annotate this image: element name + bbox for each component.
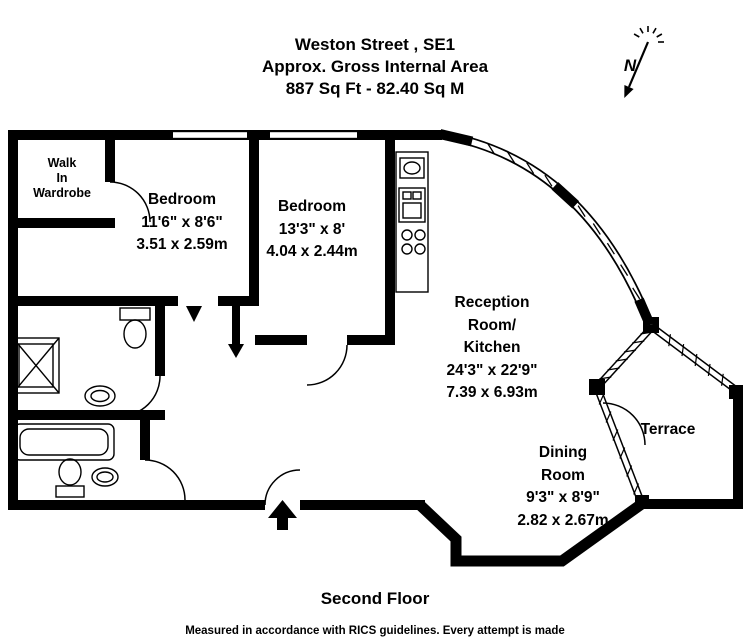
room-dim-imperial: 24'3" x 22'9" [446, 361, 538, 379]
room-dim-metric: 2.82 x 2.67m [517, 511, 609, 529]
room-name: Dining [538, 444, 588, 461]
bathtub-icon [13, 423, 115, 461]
curved-wall-solid-caps [438, 129, 655, 327]
room-dim-imperial: 11'6" x 8'6" [141, 213, 223, 231]
room-label-reception: Reception Room/ Kitchen 24'3" x 22'9" 7.… [417, 292, 567, 405]
door-arcs [109, 181, 646, 506]
room-dim-imperial: 9'3" x 8'9" [526, 489, 600, 506]
shower-icon [12, 337, 60, 394]
bedroom1-door-triangle [186, 306, 202, 322]
bathroom1-door-arc [119, 375, 161, 417]
bathroom2-door-arc [144, 459, 186, 501]
bedroom2-door-triangle [228, 344, 244, 358]
room-label-dining: Dining Room 9'3" x 8'9" 2.82 x 2.67m [498, 442, 628, 532]
floor-label: Second Floor [320, 589, 430, 608]
room-dim-metric: 3.51 x 2.59m [136, 236, 228, 253]
walls [8, 130, 743, 510]
door-swing-triangles [186, 306, 244, 358]
toilet-icon [55, 458, 85, 498]
area-subtitle: Approx. Gross Internal Area [261, 57, 489, 76]
room-name: Reception [454, 294, 530, 311]
toilet-icon [119, 307, 151, 349]
room-name: Room [541, 466, 585, 484]
entrance-door-arc [264, 469, 301, 506]
wardrobe-door-arc [109, 181, 151, 223]
bathroom-fixtures [12, 307, 151, 498]
washbasin-icon [91, 467, 119, 487]
north-label: N [623, 56, 637, 75]
disclaimer-text: Measured in accordance with RICS guideli… [185, 625, 565, 637]
room-label-bedroom1: Bedroom 11'6" x 8'6" 3.51 x 2.59m [112, 189, 252, 257]
room-label-wardrobe: Walk In Wardrobe [33, 156, 91, 200]
entrance-arrow-icon [268, 500, 297, 530]
washbasin-icon [84, 385, 116, 407]
room-name: Room/ [467, 316, 517, 334]
kitchen-counter [395, 151, 429, 293]
plan-header: Weston Street , SE1 Approx. Gross Intern… [170, 34, 580, 100]
terrace-door-arc [602, 402, 646, 446]
room-name: Kitchen [463, 339, 521, 356]
glazed-walls-hatch [598, 331, 724, 495]
kitchen-appliances [395, 151, 429, 293]
area-value: 887 Sq Ft - 82.40 Sq M [285, 79, 465, 98]
room-dim-metric: 7.39 x 6.93m [446, 384, 538, 401]
walls-diagonal [416, 498, 647, 567]
curved-wall-glazing-hatch [486, 142, 641, 300]
room-name: Bedroom [147, 191, 217, 208]
room-name: Bedroom [277, 198, 347, 215]
hob-icon [401, 229, 426, 255]
bedroom2-door-arc [306, 344, 348, 386]
room-dim-metric: 4.04 x 2.44m [266, 243, 358, 260]
kitchen-sink-icon [399, 157, 425, 179]
curved-wall [438, 129, 655, 327]
north-compass-icon [624, 26, 664, 98]
room-dim-imperial: 13'3" x 8' [278, 220, 346, 238]
room-label-terrace: Terrace [640, 421, 696, 438]
oven-icon [398, 187, 426, 223]
room-label-bedroom2: Bedroom 13'3" x 8' 4.04 x 2.44m [242, 196, 382, 264]
windows [173, 130, 357, 140]
address-line: Weston Street , SE1 [294, 35, 456, 54]
